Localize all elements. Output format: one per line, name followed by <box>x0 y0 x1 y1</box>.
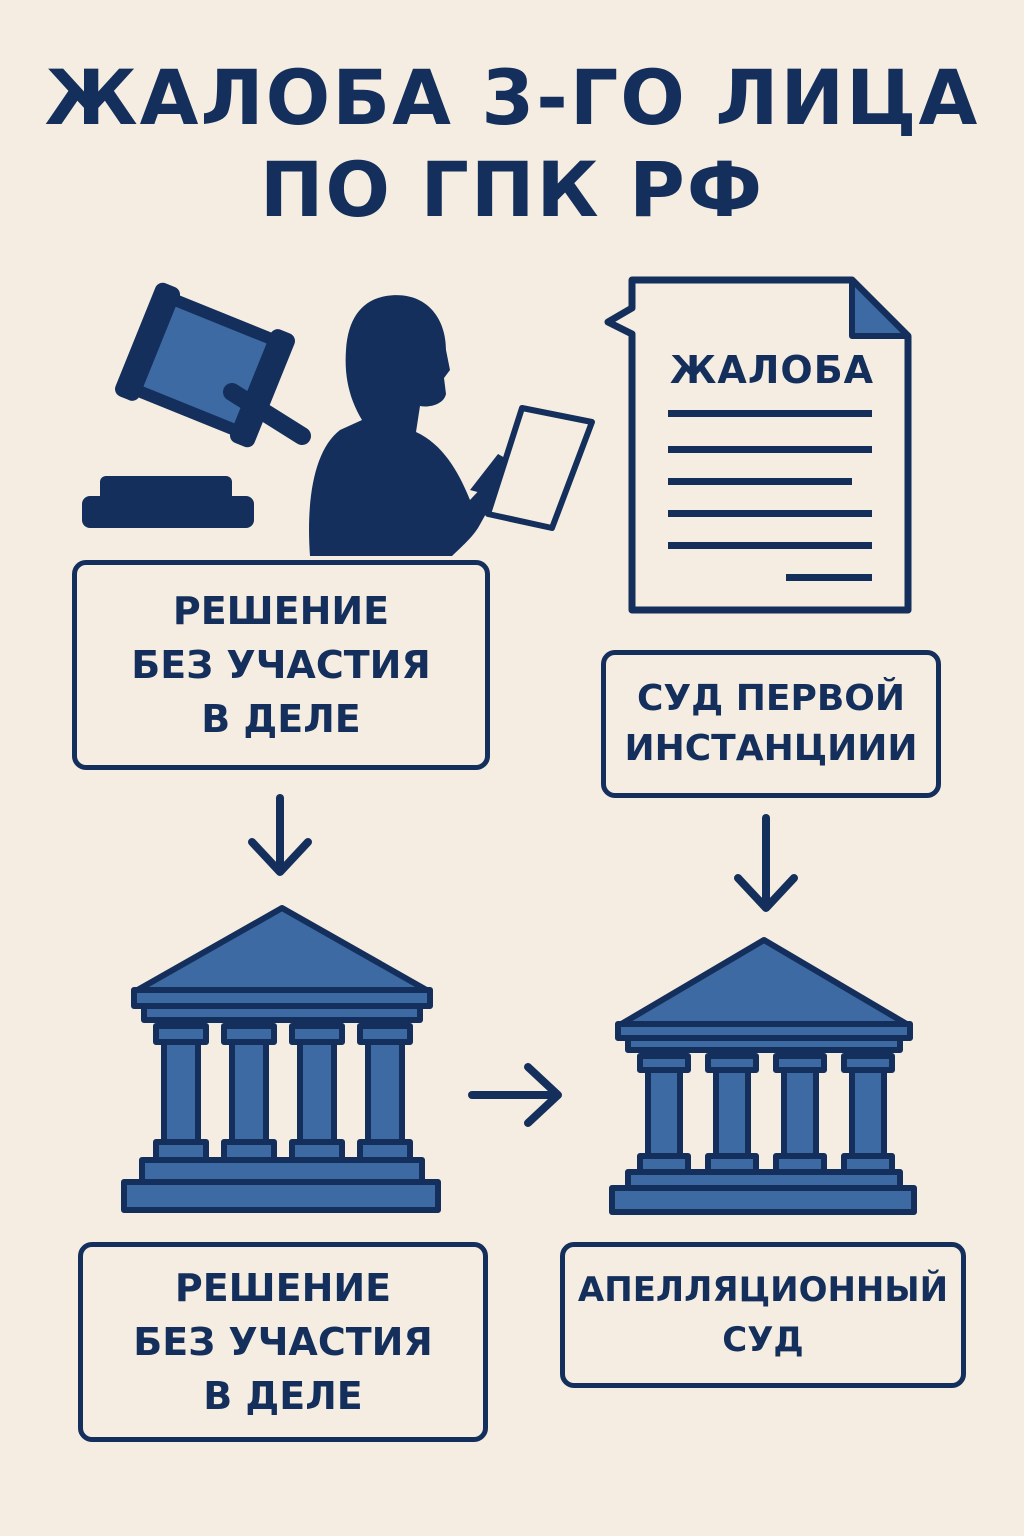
box-line: В ДЕЛЕ <box>203 1374 363 1418</box>
box-line: АПЕЛЛЯЦИОННЫЙ <box>577 1270 949 1310</box>
box-line: РЕШЕНИЕ <box>172 589 390 633</box>
title-line-1: ЖАЛОБА 3-ГО ЛИЦА <box>44 53 980 142</box>
document-label: ЖАЛОБА <box>669 348 875 392</box>
page-title: ЖАЛОБА 3-ГО ЛИЦА ПО ГПК РФ <box>0 52 1024 236</box>
document-icon <box>604 276 912 614</box>
gavel-icon <box>82 282 311 528</box>
arrow-down-icon <box>248 794 312 876</box>
appeal-court-box: АПЕЛЛЯЦИОННЫЙ СУД <box>560 1242 966 1388</box>
box-line: В ДЕЛЕ <box>201 697 361 741</box>
box-line: ИНСТАНЦИИИ <box>624 728 918 769</box>
courthouse-icon <box>121 905 441 1213</box>
courthouse-icon <box>609 937 917 1215</box>
box-line: СУД ПЕРВОЙ <box>636 678 906 719</box>
box-line: РЕШЕНИЕ <box>174 1266 392 1310</box>
decision-box-top: РЕШЕНИЕ БЕЗ УЧАСТИЯ В ДЕЛЕ <box>72 560 490 770</box>
arrow-down-icon <box>734 814 798 912</box>
box-line: БЕЗ УЧАСТИЯ <box>133 1320 433 1364</box>
person-silhouette-icon <box>309 295 516 556</box>
box-line: СУД <box>722 1320 804 1360</box>
tablet-icon <box>485 405 595 531</box>
title-line-2: ПО ГПК РФ <box>259 145 765 234</box>
arrow-right-icon <box>468 1063 562 1127</box>
box-line: БЕЗ УЧАСТИЯ <box>131 643 431 687</box>
first-instance-court-box: СУД ПЕРВОЙ ИНСТАНЦИИИ <box>601 650 941 798</box>
decision-box-bottom: РЕШЕНИЕ БЕЗ УЧАСТИЯ В ДЕЛЕ <box>78 1242 488 1442</box>
